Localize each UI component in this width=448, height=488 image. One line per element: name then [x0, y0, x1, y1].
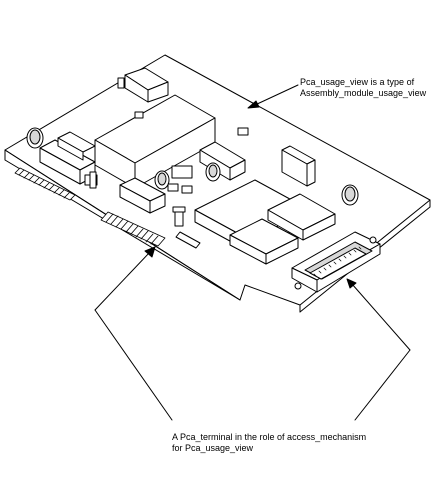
- component-center: [119, 177, 166, 214]
- leader-bottom-right: [346, 278, 411, 421]
- annotation-bottom-line1: A Pca_terminal in the role of access_mec…: [172, 432, 367, 442]
- annotation-assembly-module-usage-view: Pca_usage_view is a type of Assembly_mod…: [300, 77, 426, 99]
- small-resistor-mid: [237, 127, 249, 136]
- annotation-bottom-line2: for Pca_usage_view: [172, 443, 254, 453]
- transistor-center: [167, 165, 193, 194]
- capacitor-right: [341, 184, 359, 206]
- leader-top: [247, 84, 299, 109]
- post-center-cap: [172, 206, 186, 213]
- annotation-top-line1: Pca_usage_view is a type of: [300, 77, 415, 87]
- connector-key-slot: [175, 231, 201, 249]
- dsub-screw-right: [369, 236, 377, 244]
- dsub-pins: [313, 246, 362, 277]
- capacitor-middle: [205, 162, 221, 182]
- edge-connector-left: [14, 167, 76, 201]
- capacitor-left: [26, 127, 44, 149]
- module-right-tall: [281, 145, 316, 187]
- dsub-screw-left: [294, 282, 302, 290]
- module-left: [39, 139, 96, 185]
- component-top-left: [124, 67, 169, 103]
- chip-small-right: [267, 193, 336, 241]
- small-resistor-near-chip: [134, 111, 144, 119]
- module-left-small: [57, 131, 96, 161]
- chip-small-lower: [229, 218, 299, 265]
- capacitor-center: [154, 170, 170, 190]
- annotation-pca-terminal: A Pca_terminal in the role of access_mec…: [172, 432, 366, 454]
- edge-connector-right: [100, 211, 166, 247]
- small-resistor-top: [117, 77, 125, 89]
- leader-bottom-left: [94, 246, 173, 421]
- diode-left-2: [89, 171, 97, 189]
- annotation-top-line2: Assembly_module_usage_view: [300, 88, 427, 98]
